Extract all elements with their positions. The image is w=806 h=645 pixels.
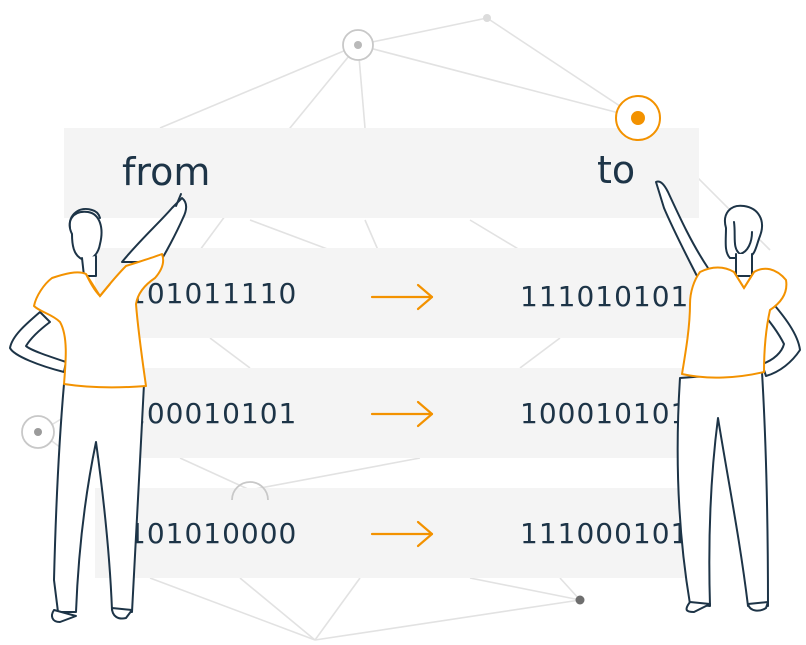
row-band <box>95 248 695 338</box>
network-node-icon <box>231 481 269 501</box>
right-arrow-icon <box>370 520 434 548</box>
network-node-icon <box>342 29 374 61</box>
right-arrow-icon <box>370 283 434 311</box>
header-band <box>64 128 699 218</box>
network-node-icon <box>483 14 491 22</box>
to-label: to <box>597 148 636 192</box>
target-bits: 111010101 <box>520 280 690 313</box>
target-bits: 100010101 <box>520 397 690 430</box>
network-node-icon <box>575 595 585 605</box>
from-label: from <box>122 150 211 194</box>
source-bits: 100010101 <box>128 397 298 430</box>
source-bits: 101010000 <box>128 517 298 550</box>
network-node-icon <box>21 415 55 449</box>
target-bits: 111000101 <box>520 517 690 550</box>
active-node-icon <box>615 95 661 141</box>
source-bits: 101011110 <box>128 277 298 310</box>
right-arrow-icon <box>370 400 434 428</box>
